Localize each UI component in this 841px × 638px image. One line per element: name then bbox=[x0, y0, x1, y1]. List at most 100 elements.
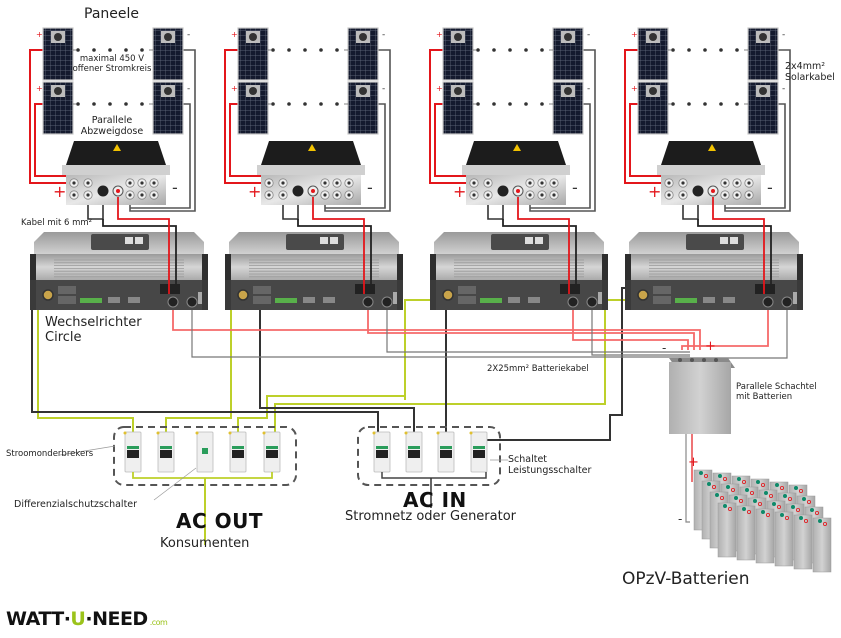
wires-front bbox=[102, 197, 772, 545]
solar-panel bbox=[442, 27, 474, 81]
circuit-breakers-label: Stroomonderbrekers bbox=[6, 449, 94, 459]
pv-negative-6mm-wire bbox=[682, 195, 699, 220]
cell-terminal-negative bbox=[791, 505, 795, 509]
cell-terminal-positive bbox=[788, 496, 793, 501]
cable-gland-hole bbox=[486, 181, 490, 185]
ground-terminal-icon bbox=[42, 289, 54, 301]
series-continuation-dot bbox=[524, 102, 528, 106]
panel-connector-icon bbox=[359, 87, 367, 95]
breaker-toggle bbox=[266, 450, 278, 458]
solar-panel bbox=[747, 81, 779, 135]
dashed-enclosure bbox=[357, 426, 501, 486]
cable-gland-hole bbox=[140, 181, 144, 185]
rcd-label: Differenzialschutzschalter bbox=[14, 499, 138, 510]
series-continuation-dot bbox=[319, 48, 323, 52]
cell-terminal-positive bbox=[815, 510, 820, 515]
circuit-breaker bbox=[372, 431, 391, 473]
circuit-breaker bbox=[156, 431, 175, 473]
junction-box bbox=[657, 141, 765, 205]
series-continuation-dot bbox=[735, 48, 739, 52]
output-gland-negative bbox=[497, 185, 509, 197]
series-continuation-dot bbox=[335, 102, 339, 106]
series-continuation-dot bbox=[703, 102, 707, 106]
cell-terminal-negative bbox=[723, 504, 727, 508]
series-continuation-dot bbox=[735, 102, 739, 106]
pv-negative-6mm-wire bbox=[697, 219, 772, 294]
panel-connector-icon bbox=[564, 33, 572, 41]
rj45-port-icon bbox=[135, 237, 143, 244]
box-minus-sign: - bbox=[767, 178, 773, 197]
panel-connector-icon bbox=[564, 87, 572, 95]
box-minus-sign: - bbox=[572, 178, 578, 197]
inverter-front-top bbox=[631, 254, 797, 280]
series-continuation-dot bbox=[76, 102, 80, 106]
circuit-breaker bbox=[262, 431, 281, 473]
series-continuation-dot bbox=[92, 102, 96, 106]
breaker-indicator bbox=[440, 446, 452, 449]
output-gland-positive-core bbox=[711, 189, 715, 193]
series-continuation-dot bbox=[303, 48, 307, 52]
cable-gland-hole bbox=[486, 193, 490, 197]
battery-negative-lead bbox=[685, 434, 690, 523]
max-voltage-line2: offener Stromkreis bbox=[72, 63, 152, 74]
series-continuation-dot bbox=[476, 48, 480, 52]
cell-terminal-negative bbox=[737, 477, 741, 481]
panel-minus-sign: - bbox=[782, 30, 786, 40]
breaker-toggle bbox=[408, 450, 420, 458]
breaker-indicator bbox=[266, 446, 278, 449]
db-port bbox=[528, 297, 540, 303]
series-continuation-dot bbox=[492, 48, 496, 52]
ac-terminal bbox=[58, 296, 76, 304]
cable-gland-hole bbox=[681, 193, 685, 197]
ac-terminal bbox=[253, 296, 271, 304]
string-negative-wire bbox=[530, 103, 591, 209]
battery-parallel-box bbox=[669, 358, 735, 434]
battery-box-minus-sign: - bbox=[662, 341, 667, 355]
series-continuation-dot bbox=[687, 48, 691, 52]
ac-out-label: AC OUT bbox=[176, 509, 264, 533]
panel-connector-icon bbox=[249, 33, 257, 41]
panel-minus-sign: - bbox=[187, 30, 191, 40]
series-continuation-dot bbox=[508, 102, 512, 106]
circuit-breaker bbox=[469, 431, 488, 473]
solar-cable-label: 2x4mm² Solarkabel bbox=[785, 61, 835, 84]
opzv-cell bbox=[774, 511, 794, 567]
rj45-port-icon bbox=[125, 237, 133, 244]
cable-gland-hole bbox=[747, 181, 751, 185]
panel-connector-icon bbox=[649, 33, 657, 41]
cell-terminal-negative bbox=[783, 494, 787, 498]
green-terminal-block bbox=[675, 298, 697, 303]
pv-negative-6mm-wire bbox=[87, 195, 104, 220]
cell-terminal-negative bbox=[753, 499, 757, 503]
cell-terminal-positive bbox=[804, 519, 809, 524]
busbar-terminal bbox=[690, 358, 694, 362]
pv-positive-6mm-wire bbox=[517, 197, 570, 294]
cell-terminal-negative bbox=[802, 497, 806, 501]
panel-plus-sign: + bbox=[36, 30, 43, 39]
breaker-status-dot bbox=[436, 431, 440, 435]
battery-negative-cable bbox=[191, 307, 690, 358]
cable-gland-hole bbox=[540, 193, 544, 197]
rj45-port-icon bbox=[525, 237, 533, 244]
breaker-toggle bbox=[232, 450, 244, 458]
solar-panel bbox=[347, 81, 379, 135]
string-positive-wire bbox=[624, 49, 669, 184]
panel-connector-icon bbox=[164, 87, 172, 95]
pv-negative-6mm-wire bbox=[102, 219, 177, 294]
series-continuation-dot bbox=[671, 48, 675, 52]
string-negative-wire bbox=[529, 49, 596, 212]
junction-box-rim bbox=[257, 165, 365, 175]
box-minus-sign: - bbox=[367, 178, 373, 197]
series-continuation-dot bbox=[287, 48, 291, 52]
solar-panel-cells bbox=[552, 27, 584, 81]
inverter-comm-panel bbox=[686, 234, 744, 250]
ac-out-wire bbox=[230, 299, 262, 395]
output-gland-positive-core bbox=[311, 189, 315, 193]
switched-breaker-line1: Schaltet bbox=[508, 454, 548, 465]
series-continuation-dot bbox=[303, 102, 307, 106]
rj45-port-icon bbox=[730, 237, 738, 244]
panel-connector-icon bbox=[249, 87, 257, 95]
panel-minus-sign: - bbox=[382, 84, 386, 94]
panel-connector-icon bbox=[649, 87, 657, 95]
cable-gland-hole bbox=[267, 193, 271, 197]
